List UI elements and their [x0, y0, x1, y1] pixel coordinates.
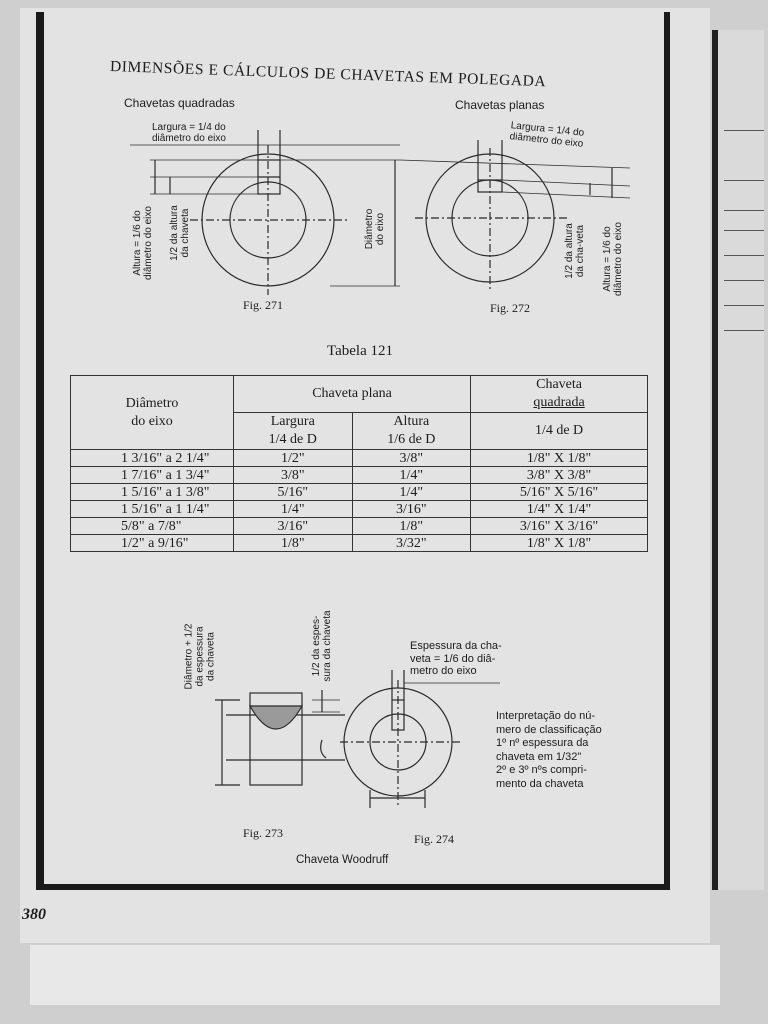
table-row: 1 5/16" a 1 3/8"5/16"1/4"5/16" X 5/16": [70, 483, 648, 501]
table-cell: 1/4": [233, 500, 353, 518]
col-header-flat-key: Chaveta plana: [232, 375, 472, 413]
square-keys-heading: Chavetas quadradas: [124, 96, 235, 110]
subheader-square-size: 1/4 de D: [470, 412, 648, 450]
table-caption: Tabela 121: [327, 343, 394, 359]
table-cell: 1/4" X 1/4": [470, 500, 648, 518]
table-cell: 1/4": [351, 483, 472, 501]
fig-271-caption: Fig. 271: [243, 298, 284, 312]
page-number: 380: [22, 906, 46, 923]
table-cell: 1/8": [351, 517, 472, 535]
table-cell: 5/8" a 7/8": [70, 517, 234, 535]
table-cell: 1/8" X 1/8": [470, 534, 648, 552]
table-cell: 5/16": [233, 483, 353, 501]
table-cell: 1/8" X 1/8": [470, 449, 648, 467]
classification-interpretation: Interpretação do nú- mero de classificaç…: [496, 710, 602, 790]
fig-274-caption: Fig. 274: [414, 832, 455, 846]
table-cell: 3/16": [233, 517, 353, 535]
table-cell: 3/16" X 3/16": [470, 517, 648, 535]
table-row: 5/8" a 7/8"3/16"1/8"3/16" X 3/16": [70, 517, 648, 535]
table-cell: 1 7/16" a 1 3/4": [70, 466, 234, 484]
table-row: 1 5/16" a 1 1/4"1/4"3/16"1/4" X 1/4": [70, 500, 648, 518]
flat-keys-heading: Chavetas planas: [455, 98, 545, 112]
table-cell: 1 5/16" a 1 1/4": [70, 500, 234, 518]
table-cell: 3/8": [233, 466, 353, 484]
adjacent-page-edge: [712, 30, 764, 890]
fig-272-caption: Fig. 272: [490, 301, 531, 315]
table-cell: 3/8": [351, 449, 472, 467]
table-cell: 1/8": [233, 534, 353, 552]
table-cell: 1 5/16" a 1 3/8": [70, 483, 234, 501]
table-cell: 5/16" X 5/16": [470, 483, 648, 501]
table-row: 1/2" a 9/16"1/8"3/32"1/8" X 1/8": [70, 534, 648, 552]
table-cell: 1/4": [351, 466, 472, 484]
table-cell: 1/2": [233, 449, 353, 467]
table-cell: 3/32": [351, 534, 472, 552]
table-cell: 1/2" a 9/16": [70, 534, 234, 552]
table-row: 1 7/16" a 1 3/4"3/8"1/4"3/8" X 3/8": [70, 466, 648, 484]
fig273-woodruff-key: [248, 705, 304, 730]
table-cell: 3/8" X 3/8": [470, 466, 648, 484]
half-thickness-label: 1/2 da espes-sura da chaveta: [311, 610, 333, 682]
table-row: 1 3/16" a 2 1/4"1/2"3/8"1/8" X 1/8": [70, 449, 648, 467]
page-frame: [36, 12, 670, 890]
table-cell: 3/16": [351, 500, 472, 518]
table-cell: 1 3/16" a 2 1/4": [70, 449, 234, 467]
fig273-hub: [249, 692, 303, 786]
thickness-label: Espessura da cha-veta = 1/6 do diâ-metro…: [410, 640, 502, 677]
fig-273-caption: Fig. 273: [243, 826, 284, 840]
woodruff-caption: Chaveta Woodruff: [296, 854, 389, 866]
scan-bottom-area: [30, 945, 720, 1005]
